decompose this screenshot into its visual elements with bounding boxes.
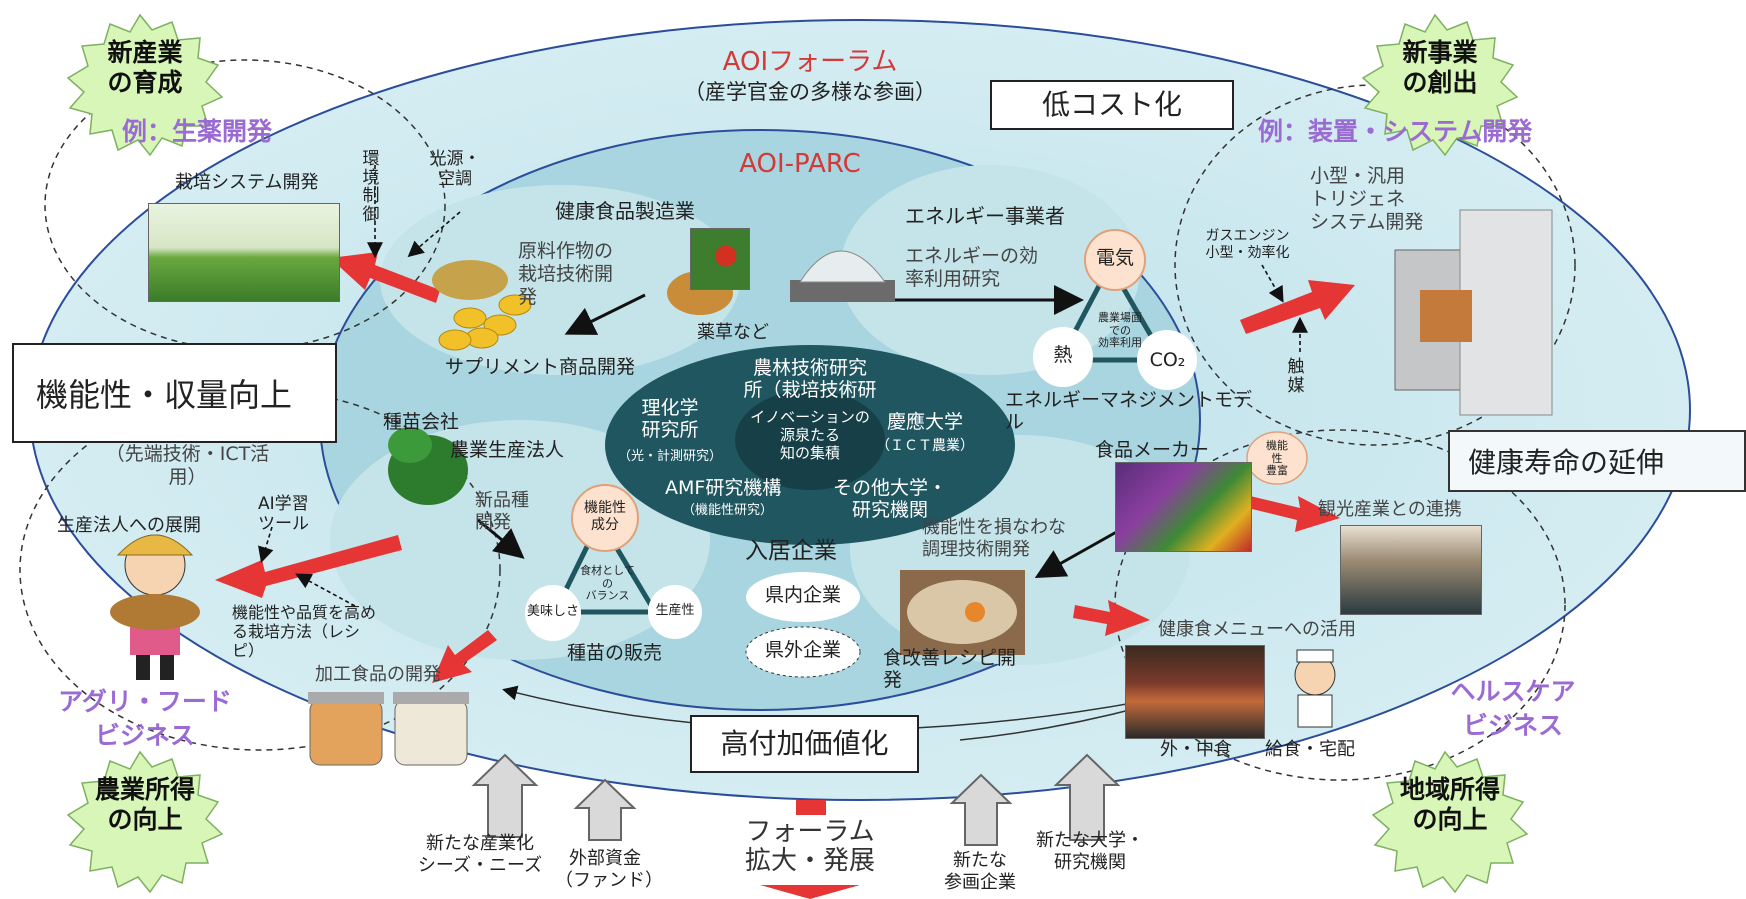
badge-br-shape	[1371, 750, 1529, 894]
seeds-needs-label: 新たな産業化シーズ・ニーズ	[417, 833, 543, 876]
tourism-label: 観光産業との連携	[1318, 499, 1462, 520]
example-device: 例：装置・システム開発	[1258, 117, 1533, 146]
keio-label: 慶應大学	[886, 411, 963, 433]
energy-model-label: エネルギーマネジメントモデル	[1005, 389, 1253, 433]
riken-sub: （光・計測研究）	[617, 449, 722, 464]
health-food-title: 健康食品製造業	[555, 199, 695, 223]
eatout-label: 外・中食	[1160, 739, 1232, 760]
forum-subtitle: （産学官金の多様な参画）	[684, 80, 936, 104]
amf-label: AMF研究機構	[665, 477, 782, 499]
light-air-label: 光源・空調	[429, 149, 481, 189]
badge-bl-shape	[66, 750, 224, 894]
taste-label: 美味しさ	[526, 604, 579, 619]
badge-new-industry: 新産業の育成	[107, 38, 183, 97]
parc-title: AOI-PARC	[739, 149, 861, 179]
seed-sales-label: 種苗の販売	[567, 642, 663, 664]
out-pref-company: 県外企業	[764, 639, 841, 661]
amf-sub: （機能性研究）	[682, 503, 774, 518]
companies-title: 入居企業	[745, 538, 837, 564]
badge-tr-shape	[1361, 13, 1519, 157]
forum-title: AOIフォーラム	[722, 47, 898, 77]
funds-label: 外部資金（ファンド）	[555, 848, 663, 891]
ai-tool-label: AI学習ツール	[258, 494, 309, 534]
riken-label: 理化学研究所	[641, 397, 699, 441]
innovation-label: イノベーションの源泉たる知の集積	[750, 408, 870, 462]
badge-tl-shape	[66, 13, 224, 157]
new-univ-label: 新たな大学・研究機関	[1036, 830, 1144, 873]
env-control-label: 環境制御	[362, 149, 380, 226]
adv-tech-label: （先端技術・ICT活用）	[105, 443, 270, 488]
food-maker-bubble: 機能性豊富	[1266, 439, 1288, 478]
deploy-label: 生産法人への展開	[57, 515, 201, 536]
healthy-life-box: 健康寿命の延伸	[1448, 430, 1746, 492]
recipe-label: 食改善レシピ開発	[883, 647, 1017, 691]
example-crude-drug: 例：生薬開発	[122, 117, 273, 146]
balance-label: 食材としてのバランス	[580, 564, 635, 603]
function-yield-box: 機能性・収量向上	[12, 343, 337, 443]
farm-use-label: 農業場面での効率利用	[1098, 311, 1142, 350]
gas-engine-label: ガスエンジン小型・効率化	[1205, 228, 1290, 261]
restaurant-photo	[1125, 645, 1265, 739]
in-pref-company: 県内企業	[764, 584, 841, 606]
energy-research: エネルギーの効率利用研究	[905, 245, 1039, 290]
cooking-tech-label: 機能性を損なわな調理技術開発	[922, 517, 1066, 560]
agri-food-business: アグリ・フードビジネス	[58, 687, 232, 750]
trigen-label: 小型・汎用トリジェネシステム開発	[1310, 165, 1424, 233]
badge-new-business: 新事業の創出	[1402, 38, 1478, 97]
cultivation-system-label: 栽培システム開発	[175, 172, 319, 193]
forum-expand-label: フォーラム拡大・発展	[680, 818, 940, 876]
others-label: その他大学・研究機関	[832, 477, 947, 521]
new-variety-label: 新品種開発	[475, 490, 529, 533]
high-value-box: 高付加価値化	[690, 715, 919, 773]
energy-title: エネルギー事業者	[905, 204, 1065, 228]
processed-food-label: 加工食品の開発	[315, 664, 441, 685]
keio-sub: （ＩＣＴ農業）	[876, 438, 974, 454]
badge-regional-income: 地域所得の向上	[1399, 775, 1500, 834]
heat-label: 熱	[1053, 344, 1073, 366]
new-companies-label: 新たな参画企業	[944, 850, 1016, 893]
nourin-label: 農林技術研究所（栽培技術研	[743, 357, 877, 401]
seed-company-label: 種苗会社	[383, 411, 460, 433]
supplement-label: サプリメント商品開発	[445, 356, 636, 378]
badge-farm-income: 農業所得の向上	[94, 775, 195, 834]
co2-label: CO₂	[1149, 349, 1186, 371]
herb-photo	[690, 228, 750, 290]
farm-corp-label: 農業生産法人	[450, 439, 565, 461]
onsen-photo	[1340, 525, 1482, 615]
electricity-label: 電気	[1095, 247, 1134, 269]
herbs-label: 薬草など	[697, 322, 769, 343]
catalyst-label: 触媒	[1287, 357, 1305, 396]
catering-label: 給食・宅配	[1265, 739, 1355, 760]
menu-label: 健康食メニューへの活用	[1158, 619, 1356, 640]
vegetables-photo	[1115, 462, 1252, 552]
productivity-label: 生産性	[655, 603, 695, 618]
cultivation-recipe-label: 機能性や品質を高める栽培方法（レシピ）	[232, 603, 377, 661]
food-maker-title: 食品メーカー	[1095, 439, 1210, 461]
raw-crop-label: 原料作物の栽培技術開発	[518, 240, 614, 308]
functional-label: 機能性成分	[584, 500, 626, 533]
low-cost-box: 低コスト化	[990, 80, 1234, 130]
cultivation-photo	[148, 203, 340, 302]
healthcare-business: ヘルスケアビジネス	[1450, 677, 1576, 740]
